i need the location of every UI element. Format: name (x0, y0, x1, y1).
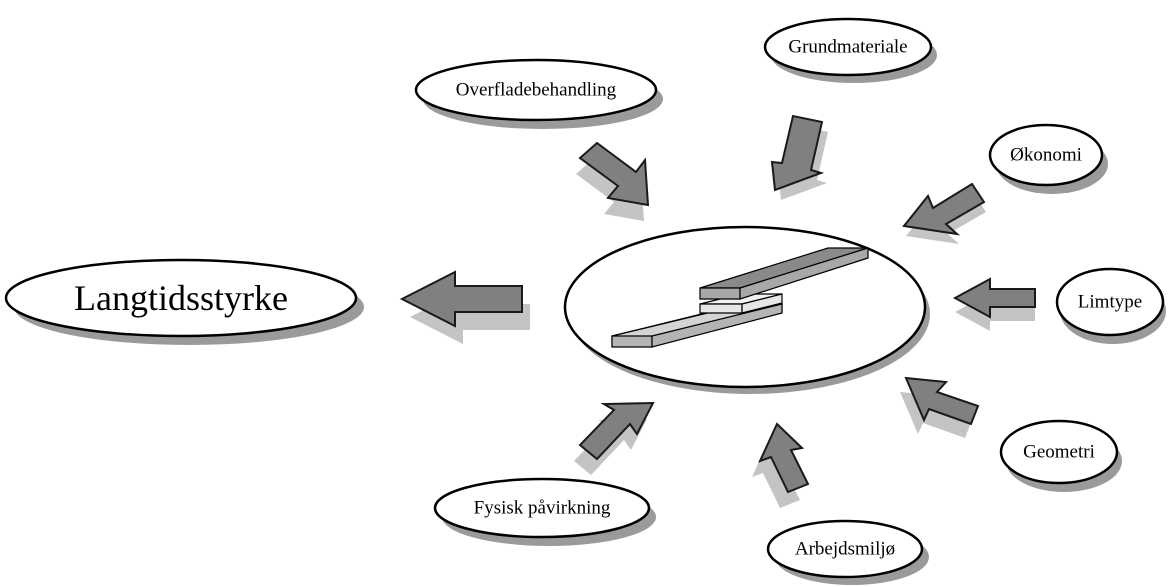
arrow-from-fysisk-pavirkning (574, 401, 655, 475)
factor-label-limtype: Limtype (1078, 292, 1142, 313)
result-node: Langtidsstyrke (4, 258, 364, 345)
arrow-from-limtype (952, 277, 1036, 331)
factor-overfladebehandling: Overfladebehandling (414, 58, 663, 129)
factor-label-arbejdsmiljo: Arbejdsmiljø (795, 539, 895, 560)
factor-label-geometri: Geometri (1023, 442, 1095, 463)
factor-limtype: Limtype (1055, 267, 1166, 344)
arrow-from-okonomi (902, 182, 986, 244)
center-node (563, 225, 930, 394)
lap-joint-illustration (611, 247, 869, 348)
factor-label-fysisk-pavirkning: Fysisk påvirkning (474, 498, 611, 519)
factor-grundmateriale: Grundmateriale (763, 17, 937, 83)
factor-fysisk-pavirkning: Fysisk påvirkning (433, 477, 656, 546)
arrow-from-grundmateriale (770, 114, 828, 200)
factor-label-grundmateriale: Grundmateriale (788, 37, 907, 58)
factor-okonomi: Økonomi (988, 123, 1108, 194)
arrow-from-overfladebehandling (576, 141, 650, 221)
factor-label-overfladebehandling: Overfladebehandling (456, 80, 617, 101)
factor-arbejdsmiljo: Arbejdsmiljø (766, 519, 929, 585)
factor-label-okonomi: Økonomi (1010, 145, 1082, 166)
arrow-from-geometri (900, 376, 980, 438)
factor-geometri: Geometri (999, 419, 1122, 492)
result-label: Langtidsstyrke (74, 278, 288, 318)
arrow-to-result (399, 270, 530, 344)
arrow-from-arbejdsmiljo (752, 422, 810, 508)
